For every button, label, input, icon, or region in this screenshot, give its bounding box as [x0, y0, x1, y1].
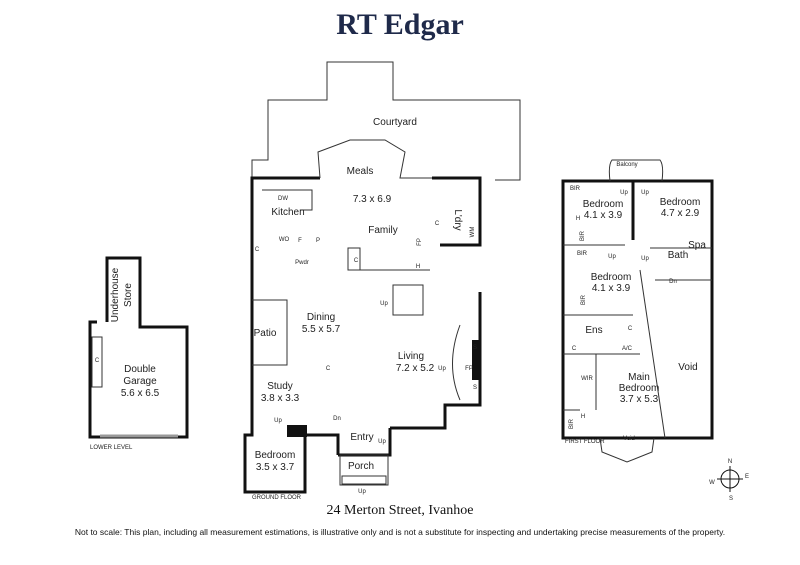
svg-text:Up: Up [380, 301, 388, 307]
svg-text:Main: Main [628, 372, 650, 383]
svg-text:Garage: Garage [123, 376, 157, 387]
brand-logo: RT Edgar [336, 8, 464, 41]
svg-text:Up: Up [274, 418, 282, 424]
svg-text:S: S [729, 496, 733, 502]
svg-text:Dn: Dn [669, 279, 677, 285]
svg-text:WO: WO [279, 237, 290, 243]
first-floor-plan: Balcony BIR BIR BIR BIR BIR Bedroom 4.1 … [561, 159, 714, 463]
svg-text:Bedroom: Bedroom [591, 272, 632, 283]
svg-text:Study: Study [267, 381, 293, 392]
svg-text:Store: Store [123, 283, 134, 307]
svg-text:Patio: Patio [254, 328, 277, 339]
svg-text:C: C [255, 247, 260, 253]
svg-text:3.7 x 5.3: 3.7 x 5.3 [620, 394, 659, 405]
svg-text:C: C [354, 258, 359, 264]
svg-text:Pwdr: Pwdr [295, 260, 309, 266]
svg-text:S: S [473, 345, 477, 351]
svg-text:BIR: BIR [570, 186, 581, 192]
svg-text:C: C [628, 326, 633, 332]
disclaimer: Not to scale: This plan, including all m… [74, 527, 726, 537]
svg-text:Up: Up [608, 254, 616, 260]
svg-text:Bedroom: Bedroom [660, 197, 701, 208]
svg-text:Bedroom: Bedroom [583, 199, 624, 210]
svg-text:Underhouse: Underhouse [110, 267, 121, 322]
svg-text:Up: Up [641, 256, 649, 262]
svg-text:Living: Living [398, 351, 424, 362]
svg-text:4.1 x 3.9: 4.1 x 3.9 [584, 210, 623, 221]
svg-text:Meals: Meals [347, 166, 374, 177]
svg-text:Up: Up [620, 190, 628, 196]
svg-text:H: H [416, 264, 420, 270]
svg-text:Up: Up [358, 489, 366, 495]
svg-text:7.3 x 6.9: 7.3 x 6.9 [353, 194, 392, 205]
svg-text:Entry: Entry [350, 432, 373, 443]
svg-text:BIR: BIR [580, 230, 586, 241]
svg-text:FP: FP [417, 238, 423, 246]
svg-text:C: C [435, 221, 440, 227]
svg-text:4.7 x 2.9: 4.7 x 2.9 [661, 208, 700, 219]
svg-text:Void: Void [623, 436, 635, 442]
svg-text:Courtyard: Courtyard [373, 117, 417, 128]
svg-text:C: C [95, 358, 100, 364]
svg-text:Balcony: Balcony [616, 162, 637, 168]
svg-text:C: C [572, 346, 577, 352]
svg-text:Void: Void [678, 362, 697, 373]
svg-text:FP: FP [465, 366, 473, 372]
svg-text:A/C: A/C [622, 346, 633, 352]
svg-text:7.2 x 5.2: 7.2 x 5.2 [396, 363, 435, 374]
svg-text:Bedroom: Bedroom [255, 450, 296, 461]
svg-text:Porch: Porch [348, 461, 374, 472]
svg-text:Dn: Dn [333, 416, 341, 422]
svg-text:Dining: Dining [307, 312, 335, 323]
svg-text:S: S [473, 385, 477, 391]
svg-text:H: H [581, 414, 585, 420]
svg-text:Up: Up [438, 366, 446, 372]
svg-text:Kitchen: Kitchen [271, 207, 304, 218]
svg-text:C: C [326, 366, 331, 372]
svg-text:BIR: BIR [577, 251, 588, 257]
svg-text:DW: DW [278, 196, 288, 202]
svg-text:WIR: WIR [581, 376, 593, 382]
svg-text:BIR: BIR [581, 294, 587, 305]
svg-text:BIR: BIR [569, 418, 575, 429]
lower-level-plan: Underhouse Store Double Garage 5.6 x 6.5… [88, 256, 189, 451]
svg-text:WM: WM [470, 227, 476, 238]
svg-text:W: W [709, 480, 715, 486]
svg-text:Family: Family [368, 225, 397, 236]
ground-floor-plan: Courtyard Meals 7.3 x 6.9 Family Kitchen… [243, 61, 521, 501]
svg-text:4.1 x 3.9: 4.1 x 3.9 [592, 283, 631, 294]
compass-icon: N E S W [709, 459, 749, 502]
svg-text:N: N [728, 459, 732, 465]
svg-text:3.5 x 3.7: 3.5 x 3.7 [256, 462, 295, 473]
svg-text:Bath: Bath [668, 250, 689, 261]
svg-text:Spa: Spa [688, 240, 706, 251]
svg-text:Ens: Ens [585, 325, 602, 336]
property-address: 24 Merton Street, Ivanhoe [326, 503, 474, 518]
svg-text:5.5 x 5.7: 5.5 x 5.7 [302, 324, 341, 335]
svg-text:P: P [316, 238, 320, 244]
svg-text:FIRST FLOOR: FIRST FLOOR [565, 439, 605, 445]
svg-text:GROUND FLOOR: GROUND FLOOR [252, 495, 302, 501]
svg-text:3.8 x 3.3: 3.8 x 3.3 [261, 393, 300, 404]
svg-text:E: E [745, 474, 749, 480]
svg-text:H: H [576, 216, 580, 222]
svg-text:F: F [298, 238, 302, 244]
svg-text:Up: Up [641, 190, 649, 196]
svg-text:L'dry: L'dry [452, 209, 463, 230]
svg-text:LOWER LEVEL: LOWER LEVEL [90, 445, 133, 451]
svg-text:5.6 x 6.5: 5.6 x 6.5 [121, 388, 160, 399]
svg-text:Double: Double [124, 364, 156, 375]
svg-text:Bedroom: Bedroom [619, 383, 660, 394]
svg-text:Up: Up [378, 439, 386, 445]
